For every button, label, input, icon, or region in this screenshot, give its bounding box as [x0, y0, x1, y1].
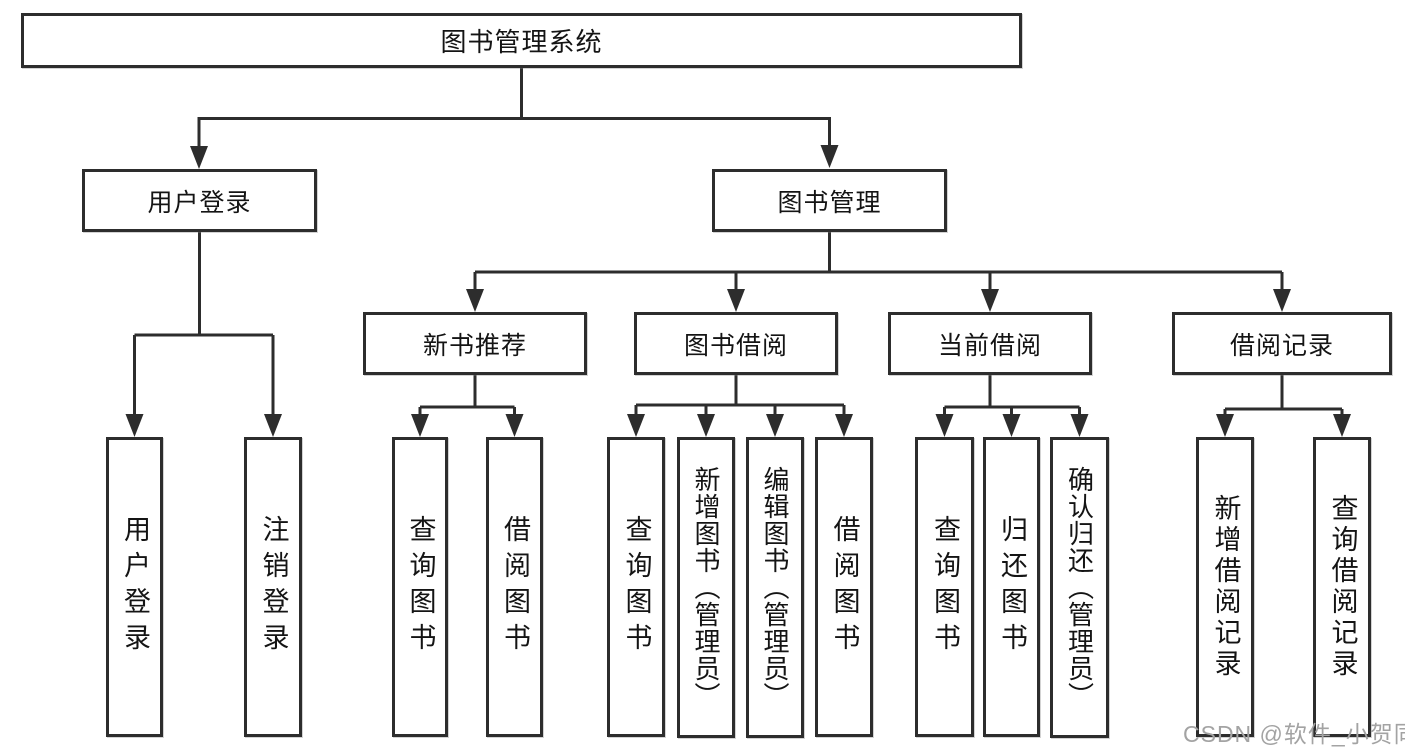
leaf-query-books-current: 查询图书	[915, 437, 974, 737]
leaf-user-login: 用户登录	[106, 437, 163, 737]
leaf-borrow-books-newbooks: 借阅图书	[486, 437, 543, 737]
csdn-watermark: CSDN @软件_小贺同学	[1183, 721, 1405, 747]
leaf-confirm-return-admin: 确认归还（管理员）	[1050, 437, 1109, 738]
node-borrowing-records: 借阅记录	[1172, 312, 1392, 375]
node-book-management: 图书管理	[712, 169, 947, 232]
leaf-return-books: 归还图书	[983, 437, 1040, 737]
node-user-login: 用户登录	[82, 169, 317, 232]
node-current-borrowing: 当前借阅	[888, 312, 1092, 375]
leaf-query-borrow-record: 查询借阅记录	[1313, 437, 1371, 737]
leaf-query-books-newbooks: 查询图书	[392, 437, 448, 737]
node-book-borrowing: 图书借阅	[634, 312, 838, 375]
leaf-edit-books-admin: 编辑图书（管理员）	[746, 437, 804, 738]
leaf-logout-login: 注销登录	[244, 437, 302, 737]
node-library-management-system: 图书管理系统	[21, 13, 1022, 68]
leaf-borrow-books: 借阅图书	[815, 437, 873, 737]
node-new-book-recommendation: 新书推荐	[363, 312, 587, 375]
leaf-query-books-borrow: 查询图书	[607, 437, 665, 737]
leaf-add-borrow-record: 新增借阅记录	[1196, 437, 1254, 737]
leaf-add-books-admin: 新增图书（管理员）	[677, 437, 735, 738]
